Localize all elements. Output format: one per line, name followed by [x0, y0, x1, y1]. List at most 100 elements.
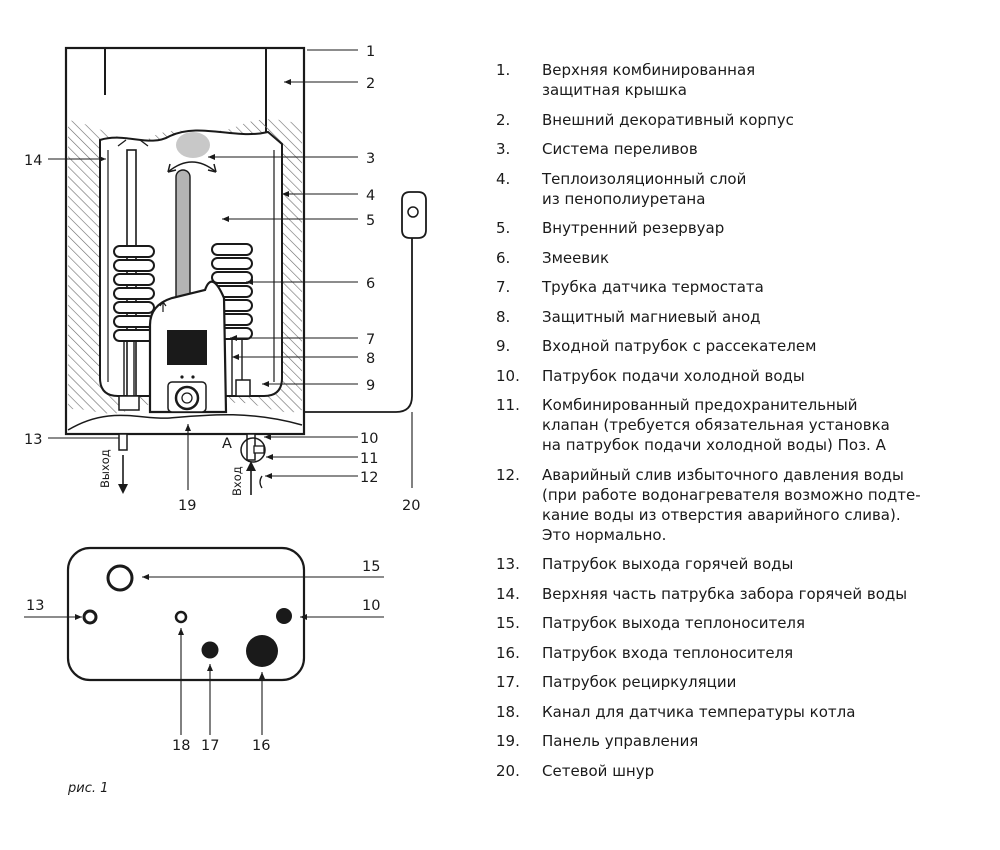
- legend-number: 12.: [496, 465, 520, 484]
- drain-arrow: [259, 475, 263, 489]
- callout-4: 4: [366, 188, 375, 204]
- water-heater-diagram: 1 2 3 4 5 6 7 8 9 10 11 12 13 14 19 20 A…: [24, 44, 427, 796]
- legend-number: 7.: [496, 278, 511, 296]
- legend-text: Патрубок подачи холодной воды: [542, 366, 805, 385]
- callout-6: 6: [366, 276, 375, 292]
- legend-item: 4.Теплоизоляционный слой из пенополиурет…: [496, 169, 996, 209]
- legend-number: 11.: [496, 396, 520, 414]
- overflow-arrow: [167, 161, 217, 173]
- legend-item: 13. Патрубок выхода горячей воды: [496, 554, 996, 574]
- legend-number: 9.: [496, 337, 511, 355]
- legend-item: 20. Сетевой шнур: [496, 761, 996, 781]
- safety-valve: [240, 437, 266, 463]
- outlet-label: Выход: [98, 449, 112, 488]
- callout-2: 2: [366, 76, 375, 92]
- legend-text: Сетевой шнур: [542, 761, 655, 780]
- callout-18: 18: [172, 738, 190, 754]
- callout-11: 11: [360, 451, 378, 467]
- legend-number: 19.: [496, 732, 520, 750]
- control-display: [167, 330, 207, 365]
- legend-item: 2. Внешний декоративный корпус: [496, 110, 996, 130]
- hot-water-outlet-port: [82, 609, 98, 625]
- legend-text: Панель управления: [542, 732, 699, 750]
- callout-16: 16: [252, 738, 270, 754]
- legend-item: 8. Защитный магниевый анод: [496, 307, 996, 327]
- bottom-leader-arrowheads: [75, 574, 307, 679]
- legend-number: 15.: [496, 614, 520, 632]
- casing-bottom-wave: [67, 414, 303, 431]
- legend-text: Внутренний резервуар: [542, 219, 725, 237]
- coolant-outlet-port: [106, 564, 134, 592]
- legend-number: 4.: [496, 169, 511, 188]
- cold-water-inlet-port: [276, 608, 292, 624]
- indicator-dot: [180, 375, 184, 379]
- indicator-dot: [191, 375, 195, 379]
- callout-1: 1: [366, 44, 375, 60]
- legend-item: 1.Верхняя комбинированная защитная крышк…: [496, 60, 996, 100]
- legend-text: Трубка датчика термостата: [542, 278, 764, 296]
- inlet-label: Вход: [230, 466, 244, 496]
- callout-17: 17: [201, 738, 219, 754]
- callout-12: 12: [360, 470, 378, 486]
- bottom-leader-lines: [24, 576, 384, 735]
- coil-tubes: [123, 340, 243, 400]
- callout-3: 3: [366, 151, 375, 167]
- coolant-inlet-port: [246, 635, 278, 667]
- legend-text: Система переливов: [542, 140, 698, 158]
- legend-item: 9. Входной патрубок с рассекателем: [496, 336, 996, 356]
- legend-item: 18.Канал для датчика температуры котла: [496, 702, 996, 722]
- legend-number: 14.: [496, 584, 520, 603]
- callout-15: 15: [362, 559, 380, 575]
- legend-text: Верхняя комбинированная защитная крышка: [542, 61, 756, 99]
- callout-20: 20: [402, 498, 420, 514]
- parts-legend: 1.Верхняя комбинированная защитная крышк…: [496, 60, 996, 790]
- overflow-system: [176, 132, 210, 158]
- legend-item: 10.Патрубок подачи холодной воды: [496, 366, 996, 386]
- intake-arrows: [117, 139, 149, 147]
- legend-text: Патрубок выхода теплоносителя: [542, 614, 806, 632]
- leader-arrowheads: [99, 79, 291, 479]
- heater-bottom-view: 15 13 10 18 17 16: [24, 546, 384, 754]
- legend-text: Патрубок рециркуляции: [542, 673, 737, 691]
- callout-13: 13: [24, 432, 42, 448]
- legend-number: 8.: [496, 307, 511, 326]
- legend-text: Входной патрубок с рассекателем: [542, 337, 817, 355]
- callout-8: 8: [366, 351, 375, 367]
- callout-19: 19: [178, 498, 196, 514]
- legend-number: 20.: [496, 761, 520, 780]
- legend-number: 16.: [496, 643, 520, 662]
- legend-text: Аварийный слив избыточного давления воды…: [542, 465, 921, 544]
- recirculation-port: [201, 641, 219, 659]
- legend-item: 19. Панель управления: [496, 731, 996, 751]
- legend-number: 5.: [496, 219, 511, 237]
- legend-number: 6.: [496, 248, 511, 267]
- callout-9: 9: [366, 378, 375, 394]
- legend-item: 11. Комбинированный предохранительный кла…: [496, 395, 996, 455]
- callout-13-bottom: 13: [26, 598, 44, 614]
- legend-text: Внешний декоративный корпус: [542, 110, 794, 129]
- heater-section-view: 1 2 3 4 5 6 7 8 9 10 11 12 13 14 19 20 A…: [24, 44, 427, 514]
- legend-item: 15. Патрубок выхода теплоносителя: [496, 613, 996, 633]
- leader-lines: [48, 49, 413, 490]
- outlet-fitting: [118, 395, 140, 411]
- callout-7: 7: [366, 332, 375, 348]
- legend-number: 3.: [496, 140, 511, 158]
- legend-text: Патрубок выхода горячей воды: [542, 555, 794, 573]
- panel-arrow: [159, 300, 167, 312]
- legend-number: 13.: [496, 555, 520, 573]
- legend-number: 2.: [496, 110, 511, 129]
- legend-item: 12. Аварийный слив избыточного давления в…: [496, 465, 996, 545]
- inlet-fitting: [235, 379, 251, 397]
- legend-text: Патрубок входа теплоносителя: [542, 643, 794, 662]
- legend-text: Комбинированный предохранительный клапан…: [542, 396, 890, 454]
- legend-item: 7. Трубка датчика термостата: [496, 277, 996, 297]
- sensor-channel-port: [174, 610, 188, 624]
- figure-caption: рис. 1: [67, 781, 108, 796]
- legend-item: 6.Змеевик: [496, 248, 996, 268]
- legend-number: 17.: [496, 673, 520, 691]
- legend-text: Защитный магниевый анод: [542, 307, 761, 326]
- magnesium-anode: [175, 169, 191, 311]
- callout-5: 5: [366, 213, 375, 229]
- callout-10: 10: [360, 431, 378, 447]
- hot-water-outlet-pipe: [118, 433, 128, 451]
